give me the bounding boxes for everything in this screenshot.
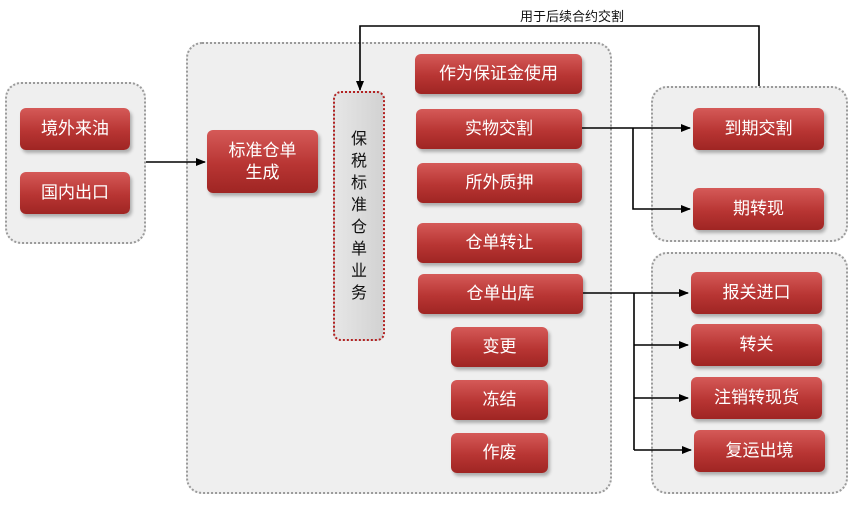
outcome-maturity-delivery: 到期交割	[693, 108, 824, 150]
op-warrant-transfer: 仓单转让	[417, 223, 582, 263]
outcome-efp: 期转现	[693, 188, 824, 230]
op-freeze: 冻结	[451, 380, 548, 420]
bonded-char-1: 税	[350, 151, 367, 170]
bonded-char-3: 准	[350, 195, 367, 214]
bonded-char-0: 保	[350, 129, 367, 148]
source-domestic-export: 国内出口	[20, 172, 130, 214]
op-void: 作废	[451, 433, 548, 473]
source-overseas-oil: 境外来油	[20, 108, 130, 150]
arrow-delivery-to-efp	[632, 128, 691, 213]
bonded-char-6: 业	[350, 261, 367, 280]
outcome-reexport: 复运出境	[694, 430, 825, 472]
bonded-char-7: 务	[350, 283, 367, 302]
feedback-label: 用于后续合约交割	[520, 10, 625, 25]
outcome-customs-transfer: 转关	[691, 324, 822, 366]
op-offsite-pledge: 所外质押	[417, 163, 582, 203]
op-change: 变更	[451, 327, 548, 367]
bonded-char-4: 仓	[350, 217, 367, 236]
outcome-customs-import: 报关进口	[691, 272, 822, 314]
bonded-char-5: 单	[350, 239, 367, 258]
outcome-cancel-to-spot: 注销转现货	[691, 377, 822, 419]
op-margin-use: 作为保证金使用	[415, 54, 582, 94]
bonded-char-2: 标	[350, 173, 367, 192]
standard-warrant-generation: 标准仓单生成	[207, 130, 318, 193]
op-physical-delivery: 实物交割	[416, 109, 582, 149]
op-warrant-outbound: 仓单出库	[418, 274, 583, 314]
feedback-arrow	[356, 25, 760, 91]
bonded-warrant-business: 保 税 标 准 仓 单 业 务	[333, 91, 385, 341]
